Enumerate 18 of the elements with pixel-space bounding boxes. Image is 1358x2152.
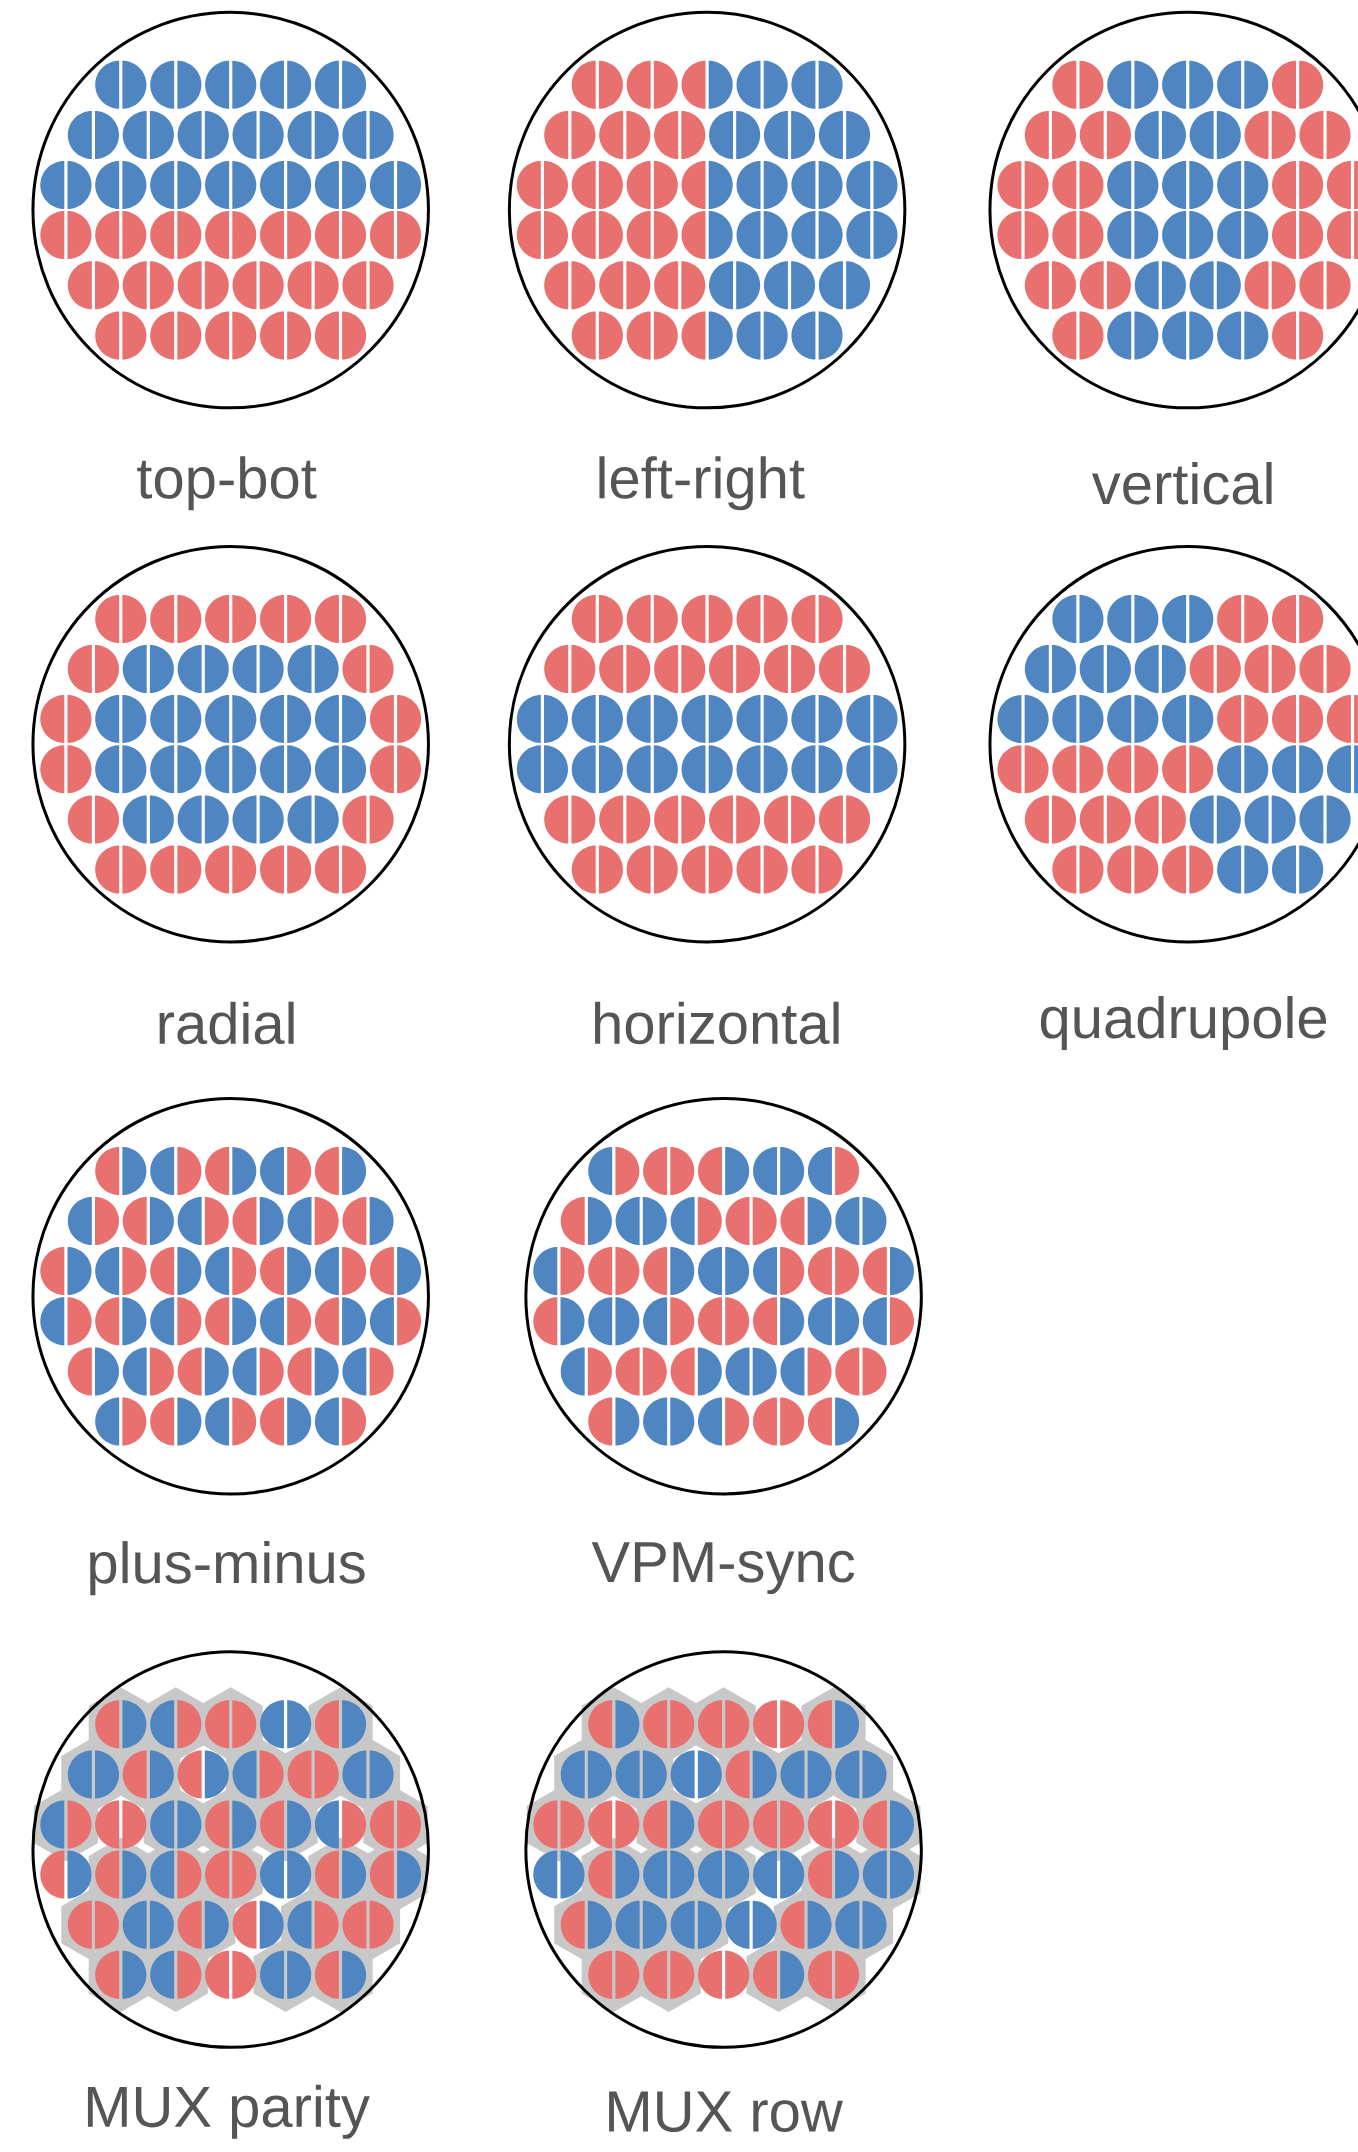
node-label: radial xyxy=(159,1001,294,1045)
circle xyxy=(507,10,907,410)
node-label: MUX parity xyxy=(87,2084,370,2139)
node-label: VPM-sync xyxy=(591,1542,855,1595)
circle xyxy=(31,1650,430,2049)
circle xyxy=(31,10,430,410)
circle xyxy=(524,1096,923,1496)
node-label: MUX row xyxy=(609,2091,843,2133)
circle xyxy=(507,544,907,944)
node-label: quadrupole xyxy=(1040,996,1327,1051)
node-label: horizontal xyxy=(595,1001,839,1045)
circle xyxy=(31,544,430,944)
circle xyxy=(31,1096,430,1496)
node-label: top-bot xyxy=(137,456,317,511)
node-label: vertical xyxy=(1091,462,1272,505)
node-label: plus-minus xyxy=(90,1541,365,1596)
circle xyxy=(524,1650,923,2049)
node-label: left-right xyxy=(599,456,805,511)
